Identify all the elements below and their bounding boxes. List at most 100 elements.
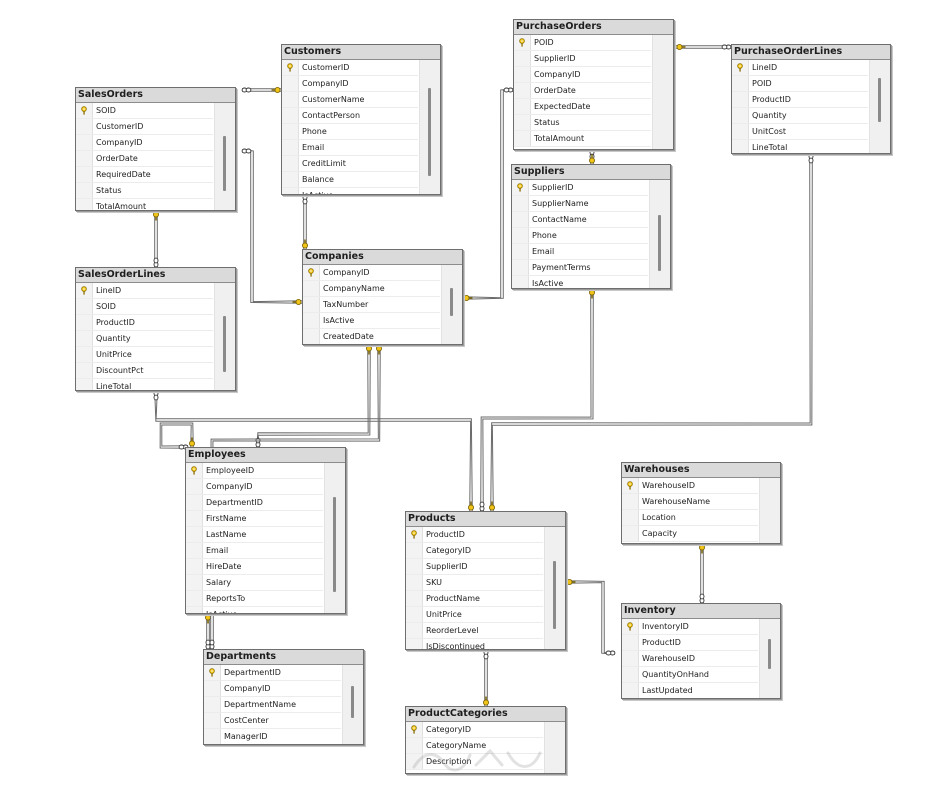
column-row[interactable]: SupplierName <box>512 196 648 212</box>
scrollbar-thumb[interactable] <box>351 686 354 718</box>
relationship-line-purchaseorders-suppliers[interactable] <box>462 89 514 300</box>
column-row[interactable]: ProductName <box>406 591 543 607</box>
relationship-line-employees-employees[interactable] <box>159 422 194 449</box>
column-row[interactable]: Status <box>76 183 213 199</box>
column-row[interactable]: CompanyID <box>514 67 651 83</box>
row-selector[interactable] <box>514 51 531 66</box>
column-row[interactable]: CompanyID <box>76 135 213 151</box>
row-selector[interactable] <box>282 156 299 171</box>
scrollbar-thumb[interactable] <box>450 288 453 316</box>
column-row[interactable]: TaxNumber <box>303 297 440 313</box>
column-row[interactable]: ProductID <box>622 635 758 651</box>
row-selector[interactable] <box>303 297 320 312</box>
table-title[interactable]: Inventory <box>622 604 780 619</box>
row-selector[interactable] <box>76 363 93 378</box>
row-selector[interactable] <box>406 559 423 574</box>
column-row[interactable]: POID <box>732 76 868 92</box>
column-row[interactable]: WarehouseID <box>622 478 758 494</box>
row-selector[interactable] <box>282 108 299 123</box>
relationship-line-inventory-products[interactable] <box>565 580 616 654</box>
column-row[interactable]: SKU <box>406 575 543 591</box>
scrollbar-thumb[interactable] <box>428 88 431 176</box>
row-selector[interactable] <box>76 199 93 210</box>
scrollbar-track[interactable] <box>759 619 780 698</box>
column-row[interactable]: CustomerID <box>76 119 213 135</box>
row-selector[interactable] <box>512 228 529 243</box>
row-selector[interactable] <box>622 526 639 541</box>
scrollbar-thumb[interactable] <box>333 497 336 592</box>
column-row[interactable]: ProductID <box>732 92 868 108</box>
table-title[interactable]: ProductCategories <box>406 707 565 722</box>
table-title[interactable]: Employees <box>186 448 345 463</box>
relationship-line-employees-companies[interactable] <box>257 344 371 448</box>
column-row[interactable]: Balance <box>282 172 418 188</box>
row-selector[interactable] <box>303 313 320 328</box>
row-selector[interactable] <box>406 754 423 769</box>
scrollbar-track[interactable] <box>214 283 235 390</box>
row-selector[interactable] <box>303 329 320 344</box>
column-row[interactable]: Quantity <box>732 108 868 124</box>
row-selector[interactable] <box>186 543 203 558</box>
column-row[interactable]: LastName <box>186 527 323 543</box>
row-selector[interactable] <box>732 60 749 75</box>
row-selector[interactable] <box>514 131 531 146</box>
table-title[interactable]: Products <box>406 512 565 527</box>
row-selector[interactable] <box>282 188 299 194</box>
row-selector[interactable] <box>76 167 93 182</box>
scrollbar-track[interactable] <box>419 60 440 194</box>
column-row[interactable]: POID <box>514 35 651 51</box>
row-selector[interactable] <box>406 527 423 542</box>
column-row[interactable]: IsActive <box>512 276 648 288</box>
column-row[interactable]: Salary <box>186 575 323 591</box>
row-selector[interactable] <box>282 124 299 139</box>
column-row[interactable]: InventoryID <box>622 619 758 635</box>
row-selector[interactable] <box>732 108 749 123</box>
row-selector[interactable] <box>406 738 423 753</box>
row-selector[interactable] <box>514 83 531 98</box>
row-selector[interactable] <box>186 479 203 494</box>
row-selector[interactable] <box>622 667 639 682</box>
column-row[interactable]: Description <box>406 754 543 770</box>
row-selector[interactable] <box>406 543 423 558</box>
column-row[interactable]: CategoryName <box>406 738 543 754</box>
column-row[interactable]: DiscountPct <box>76 363 213 379</box>
column-row[interactable]: SupplierID <box>514 51 651 67</box>
row-selector[interactable] <box>186 607 203 613</box>
column-row[interactable]: CategoryID <box>406 543 543 559</box>
row-selector[interactable] <box>186 495 203 510</box>
relationship-line-purchaseorders-suppliers[interactable] <box>462 88 514 299</box>
column-row[interactable]: OrderDate <box>76 151 213 167</box>
row-selector[interactable] <box>76 151 93 166</box>
column-row[interactable]: UnitPrice <box>76 347 213 363</box>
row-selector[interactable] <box>622 651 639 666</box>
row-selector[interactable] <box>186 591 203 606</box>
column-row[interactable]: RequiredDate <box>76 167 213 183</box>
column-row[interactable]: Status <box>514 115 651 131</box>
column-row[interactable]: CategoryID <box>406 722 543 738</box>
row-selector[interactable] <box>514 99 531 114</box>
column-row[interactable]: ContactPerson <box>282 108 418 124</box>
column-row[interactable]: DepartmentID <box>204 665 341 681</box>
row-selector[interactable] <box>186 559 203 574</box>
row-selector[interactable] <box>622 510 639 525</box>
column-row[interactable]: WarehouseID <box>622 651 758 667</box>
column-row[interactable]: ManagerID <box>204 729 341 744</box>
row-selector[interactable] <box>406 722 423 737</box>
column-row[interactable]: FirstName <box>186 511 323 527</box>
table-title[interactable]: Customers <box>282 45 440 60</box>
row-selector[interactable] <box>622 478 639 493</box>
column-row[interactable]: CreditLimit <box>282 156 418 172</box>
column-row[interactable]: SOID <box>76 103 213 119</box>
column-row[interactable]: Location <box>622 510 758 526</box>
